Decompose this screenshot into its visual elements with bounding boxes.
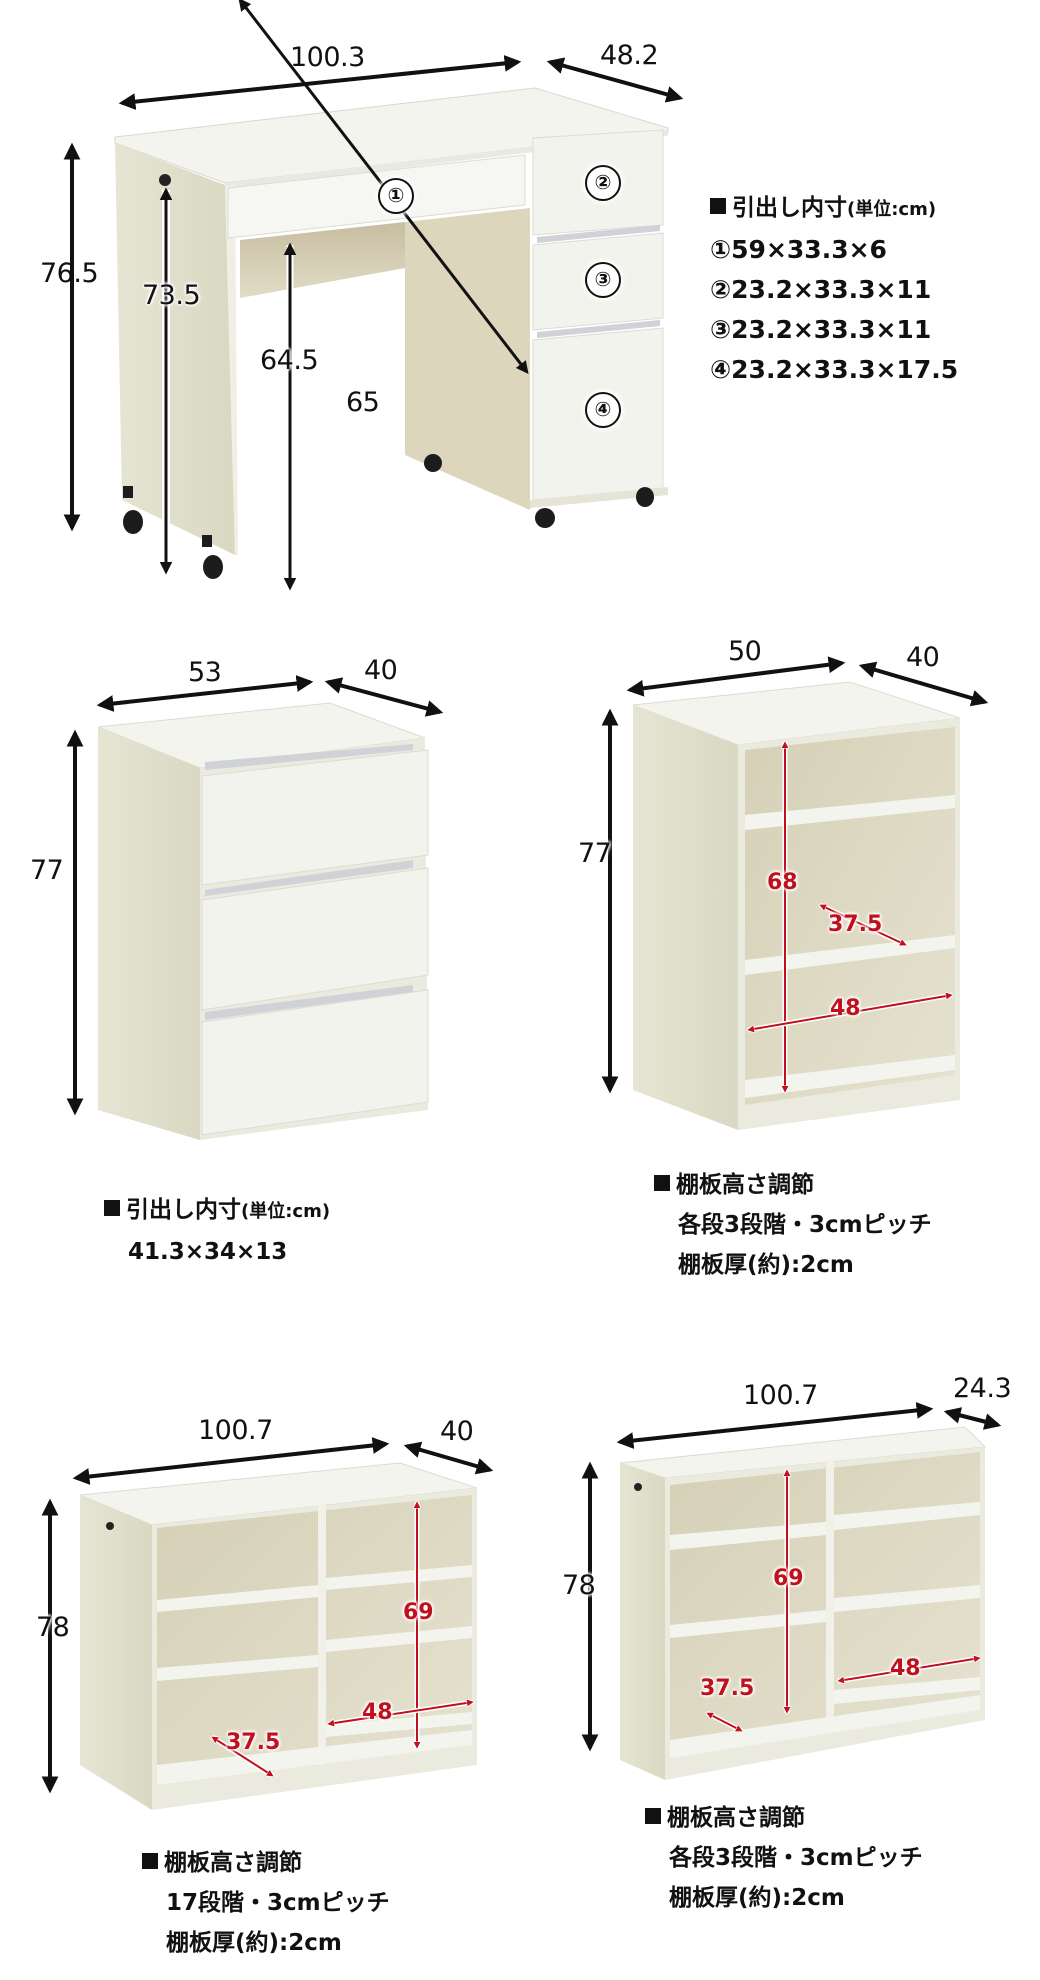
slim-shelf-caption: 棚板高さ調節 各段3段階・3cmピッチ 棚板厚(約):2cm: [645, 1798, 923, 1918]
small-shelf-inner-height-label: 68: [767, 870, 798, 895]
caption-line: 棚板厚(約):2cm: [678, 1252, 854, 1278]
drawer-2-marker: ②: [585, 165, 621, 201]
caption-line: 17段階・3cmピッチ: [166, 1890, 390, 1916]
desk-knee-width-label: 65: [346, 387, 380, 418]
desk-drawer-caption: 引出し内寸(単位:cm) ①59×33.3×6 ②23.2×33.3×11 ③2…: [710, 188, 958, 390]
desk-depth-label: 48.2: [600, 40, 659, 71]
slim-shelf-width-label: 100.7: [743, 1380, 818, 1411]
slim-shelf-illustration: [581, 1402, 1002, 1780]
wide-shelf-height-label: 78: [36, 1612, 70, 1643]
slim-shelf-inner-height-label: 69: [773, 1566, 804, 1591]
wide-shelf-depth-label: 40: [440, 1416, 474, 1447]
desk-width-label: 100.3: [290, 42, 365, 73]
small-shelf-inner-depth-label: 37.5: [828, 912, 883, 937]
small-shelf-height-label: 77: [578, 838, 612, 869]
drawer-dim-3: ③23.2×33.3×11: [710, 315, 932, 344]
square-bullet-icon: [645, 1808, 661, 1824]
square-bullet-icon: [142, 1853, 158, 1869]
drawer-dim-2: ②23.2×33.3×11: [710, 275, 932, 304]
square-bullet-icon: [104, 1200, 120, 1216]
square-bullet-icon: [654, 1175, 670, 1191]
wide-shelf-caption: 棚板高さ調節 17段階・3cmピッチ 棚板厚(約):2cm: [142, 1843, 390, 1963]
square-bullet-icon: [710, 198, 726, 214]
chest-drawer-caption: 引出し内寸(単位:cm) 41.3×34×13: [104, 1190, 330, 1272]
drawer-1-marker: ①: [378, 178, 414, 214]
small-shelf-caption: 棚板高さ調節 各段3段階・3cmピッチ 棚板厚(約):2cm: [654, 1165, 932, 1285]
caption-line: 棚板厚(約):2cm: [669, 1885, 845, 1911]
small-shelf-illustration: [601, 656, 989, 1130]
small-shelf-width-label: 50: [728, 636, 762, 667]
slim-shelf-depth-label: 24.3: [953, 1373, 1012, 1404]
desk-knee-height-label: 64.5: [260, 345, 319, 376]
caption-line: 各段3段階・3cmピッチ: [678, 1212, 932, 1238]
small-shelf-inner-width-label: 48: [830, 996, 861, 1021]
desk-illustration: [63, 0, 684, 591]
wide-shelf-inner-height-label: 69: [403, 1600, 434, 1625]
drawer-dim-1: ①59×33.3×6: [710, 235, 887, 264]
drawer-3-marker: ③: [585, 262, 621, 298]
slim-shelf-inner-depth-label: 37.5: [700, 1676, 755, 1701]
chest-width-label: 53: [188, 657, 222, 688]
wide-shelf-inner-depth-label: 37.5: [226, 1730, 281, 1755]
chest-depth-label: 40: [364, 655, 398, 686]
wide-shelf-width-label: 100.7: [198, 1415, 273, 1446]
chest-drawer-dim: 41.3×34×13: [128, 1239, 288, 1265]
chest-height-label: 77: [30, 855, 64, 886]
wide-shelf-inner-width-label: 48: [362, 1700, 393, 1725]
desk-height-label: 76.5: [40, 258, 99, 289]
desk-under-top-height-label: 73.5: [142, 280, 201, 311]
small-shelf-depth-label: 40: [906, 642, 940, 673]
drawer-4-marker: ④: [585, 392, 621, 428]
caption-line: 各段3段階・3cmピッチ: [669, 1845, 923, 1871]
chest-illustration: [66, 675, 444, 1140]
caption-line: 棚板厚(約):2cm: [166, 1930, 342, 1956]
slim-shelf-height-label: 78: [562, 1570, 596, 1601]
slim-shelf-inner-width-label: 48: [890, 1656, 921, 1681]
wide-shelf-illustration: [41, 1437, 494, 1810]
drawer-dim-4: ④23.2×33.3×17.5: [710, 355, 959, 384]
